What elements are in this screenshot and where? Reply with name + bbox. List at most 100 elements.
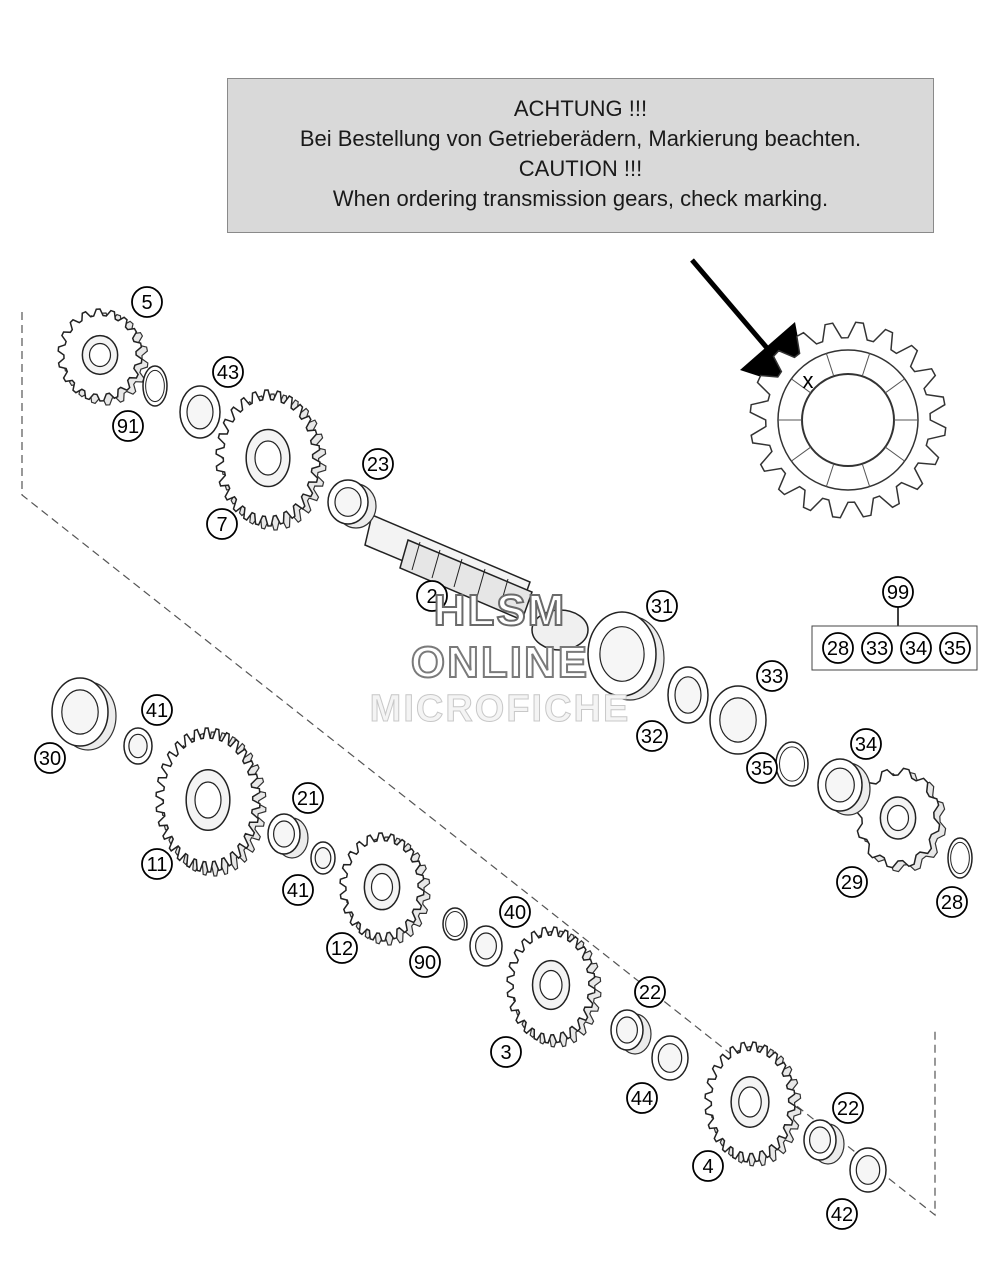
circlip-91-icon xyxy=(142,365,168,407)
callout-label: 43 xyxy=(217,362,239,384)
gear-3-icon xyxy=(506,926,602,1048)
callout-label: 34 xyxy=(855,734,877,756)
bushing-22b-icon xyxy=(803,1119,845,1165)
bearing-30-icon xyxy=(51,677,117,751)
callout-circle xyxy=(34,742,66,774)
callout-circle xyxy=(490,1036,522,1068)
callout-circle xyxy=(936,886,968,918)
circlip-28-icon xyxy=(947,837,973,879)
callout-label: 7 xyxy=(216,514,227,536)
callout-circle xyxy=(141,848,173,880)
kit-member-label: 33 xyxy=(866,638,888,660)
callout-label: 35 xyxy=(751,758,773,780)
notice-line-english: When ordering transmission gears, check … xyxy=(332,186,829,211)
kit-member-circle xyxy=(822,632,854,664)
bushing-23-icon xyxy=(327,479,377,529)
callout-circle xyxy=(416,580,448,612)
callout-circle xyxy=(362,448,394,480)
callout-circle xyxy=(836,866,868,898)
gear-4-icon xyxy=(704,1041,802,1167)
washer-43-icon xyxy=(179,385,221,439)
gear-5-icon xyxy=(57,308,149,406)
kit-member-circle xyxy=(861,632,893,664)
callout-circle xyxy=(292,782,324,814)
callout-label: 30 xyxy=(39,748,61,770)
callout-label: 12 xyxy=(331,938,353,960)
washer-33-icon xyxy=(709,685,767,755)
callout-circle xyxy=(282,874,314,906)
kit-member-label: 35 xyxy=(944,638,966,660)
washer-32-icon xyxy=(667,666,709,724)
washer-41a-icon xyxy=(123,727,153,765)
callout-label: 31 xyxy=(651,596,673,618)
callout-circle xyxy=(850,728,882,760)
ring-35-icon xyxy=(775,741,809,787)
callout-label: 44 xyxy=(631,1088,653,1110)
washer-41b-icon xyxy=(310,841,336,875)
washer-40-icon xyxy=(469,925,503,967)
callout-label: 23 xyxy=(367,454,389,476)
callout-label: 3 xyxy=(500,1042,511,1064)
bushing-34-icon xyxy=(817,758,871,816)
callout-circle xyxy=(409,946,441,978)
callout-circle xyxy=(112,410,144,442)
notice-line-achtung: ACHTUNG !!! xyxy=(513,96,648,121)
detail-gear-icon xyxy=(749,321,947,519)
kit-member-label: 34 xyxy=(905,638,927,660)
callout-label: 5 xyxy=(141,292,152,314)
callout-circle xyxy=(326,932,358,964)
gear-7-icon xyxy=(215,389,327,531)
caution-notice: ACHTUNG !!! Bei Bestellung von Getrieber… xyxy=(227,78,934,233)
callout-label: 40 xyxy=(504,902,526,924)
assembly-outline xyxy=(21,312,936,1217)
callout-label: 2 xyxy=(426,586,437,608)
kit-callout: 99 xyxy=(882,576,914,608)
washer-44-icon xyxy=(651,1035,689,1081)
marking-x: x xyxy=(803,368,814,393)
circlip-90-icon xyxy=(442,907,468,941)
gear-12-icon xyxy=(339,832,431,946)
callout-circle xyxy=(212,356,244,388)
bushing-21-icon xyxy=(267,813,309,859)
callout-circle xyxy=(626,1082,658,1114)
callout-circle xyxy=(131,286,163,318)
callout-circle xyxy=(646,590,678,622)
callout-circle xyxy=(206,508,238,540)
callout-label: 41 xyxy=(287,880,309,902)
kit-number: 99 xyxy=(887,582,909,604)
callout-circle xyxy=(141,694,173,726)
callout-label: 42 xyxy=(831,1204,853,1226)
callout-label: 22 xyxy=(639,982,661,1004)
callout-circle xyxy=(756,660,788,692)
bearing-31-icon xyxy=(587,611,665,701)
callout-label: 90 xyxy=(414,952,436,974)
kit-member-circle xyxy=(939,632,971,664)
gear-11-icon xyxy=(155,727,267,877)
callout-circle xyxy=(832,1092,864,1124)
callout-label: 21 xyxy=(297,788,319,810)
washer-42-icon xyxy=(849,1147,887,1193)
watermark-line-1: HLSM xyxy=(433,585,567,636)
callout-label: 33 xyxy=(761,666,783,688)
callout-circle xyxy=(499,896,531,928)
watermark-line-3: MICROFICHE xyxy=(369,688,631,731)
main-shaft xyxy=(364,513,589,651)
callout-label: 29 xyxy=(841,872,863,894)
callout-label: 11 xyxy=(147,854,168,876)
callout-circle xyxy=(826,1198,858,1230)
kit-member-circle xyxy=(900,632,932,664)
notice-line-caution: CAUTION !!! xyxy=(518,156,643,181)
callout-circle xyxy=(634,976,666,1008)
sprocket-29-icon xyxy=(855,767,947,873)
callout-label: 41 xyxy=(146,700,168,722)
callout-circle xyxy=(692,1150,724,1182)
callout-label: 4 xyxy=(702,1156,713,1178)
callout-label: 28 xyxy=(941,892,963,914)
callout-label: 32 xyxy=(641,726,663,748)
notice-line-german: Bei Bestellung von Getrieberädern, Marki… xyxy=(299,126,862,151)
callout-label: 91 xyxy=(117,416,139,438)
bushing-22a-icon xyxy=(610,1009,652,1055)
